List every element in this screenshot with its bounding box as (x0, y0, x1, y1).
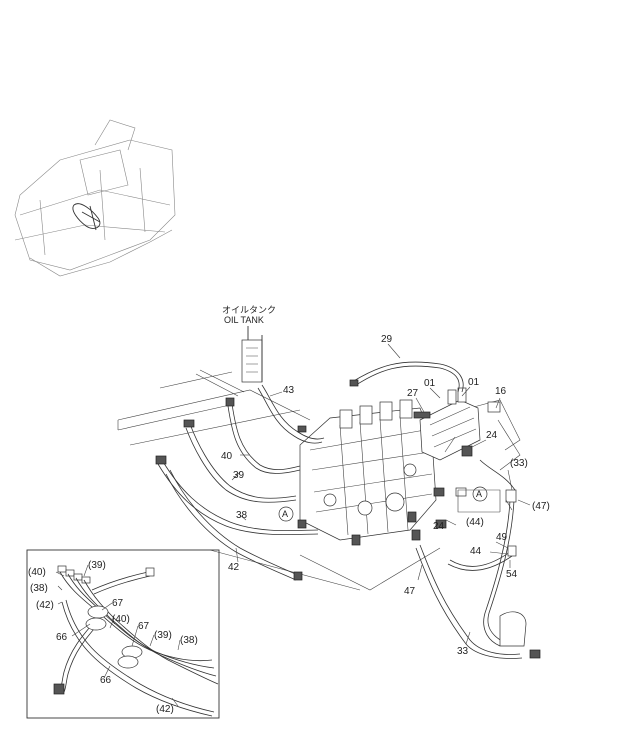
inset-label-40-mid: (40) (112, 614, 130, 625)
label-44-paren: (44) (466, 517, 484, 528)
label-33-paren: (33) (510, 458, 528, 469)
inset-labels: (40) (39) (38) (42) 67 (40) 67 66 (39) (… (28, 560, 198, 715)
label-24-lower: 24 (433, 521, 445, 532)
label-43: 43 (283, 385, 295, 396)
label-24-upper: 24 (486, 430, 498, 441)
label-47: 47 (404, 586, 416, 597)
label-01-right: 01 (468, 377, 480, 388)
callout-a-label-2: A (476, 489, 482, 499)
inset-frame (26, 549, 220, 719)
label-16: 16 (495, 386, 507, 397)
base-frame (117, 371, 521, 591)
excavator-thumbnail (14, 119, 176, 277)
inset-label-40-top: (40) (28, 567, 46, 578)
label-42: 42 (228, 562, 240, 573)
label-33: 33 (457, 646, 469, 657)
leader-lines (231, 343, 531, 645)
inset-label-39-top: (39) (88, 560, 106, 571)
label-54: 54 (506, 569, 518, 580)
label-29: 29 (381, 334, 393, 345)
oil-tank-label-jp: オイルタンク (222, 305, 276, 315)
inset-label-66-bottom: 66 (100, 675, 112, 686)
label-27: 27 (407, 388, 419, 399)
pilot-valve (413, 387, 501, 497)
main-labels: 29 01 01 16 27 43 24 40 39 (33) (47) 38 … (221, 334, 550, 657)
label-38: 38 (236, 510, 248, 521)
inset-label-67-lower: 67 (138, 621, 150, 632)
oil-tank-label-en: OIL TANK (224, 315, 264, 325)
inset-label-39-right: (39) (154, 630, 172, 641)
label-47-paren: (47) (532, 501, 550, 512)
label-40: 40 (221, 451, 233, 462)
inset-detail (26, 549, 220, 719)
label-44: 44 (470, 546, 482, 557)
inset-label-66-left: 66 (56, 632, 68, 643)
label-49: 49 (496, 532, 508, 543)
oil-tank: オイルタンク OIL TANK (195, 305, 276, 397)
hoses-main (155, 361, 541, 659)
callout-a-label-1: A (282, 509, 288, 519)
inset-label-38-top: (38) (30, 583, 48, 594)
inset-label-67-upper: 67 (112, 598, 124, 609)
inset-label-38-right: (38) (180, 635, 198, 646)
callout-a-main: A A (278, 486, 501, 522)
inset-label-42-top: (42) (36, 600, 54, 611)
label-39: 39 (233, 470, 245, 481)
label-01-left: 01 (424, 378, 436, 389)
inset-label-42-bottom: (42) (156, 704, 174, 715)
control-valve (297, 399, 447, 546)
